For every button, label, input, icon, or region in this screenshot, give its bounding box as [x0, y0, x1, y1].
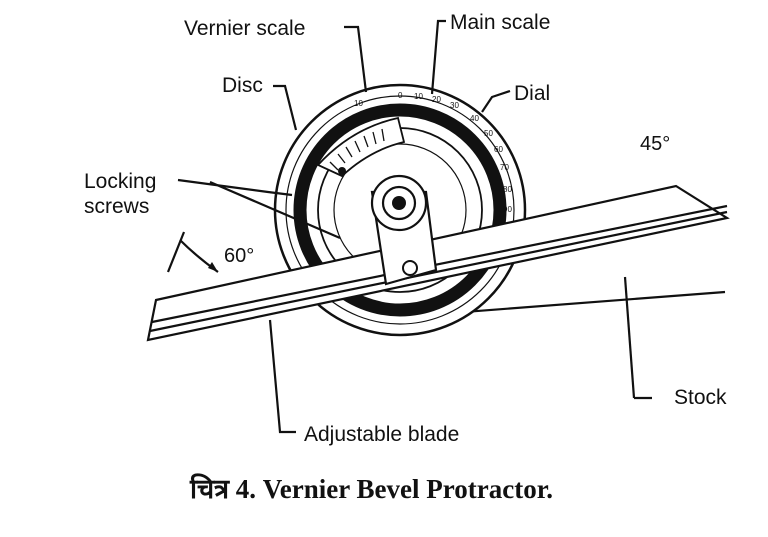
figure-caption: चित्र 4. Vernier Bevel Protractor.	[189, 473, 553, 504]
locking-screw-dot	[338, 167, 346, 175]
label-stock: Stock	[674, 386, 727, 409]
svg-text:50: 50	[484, 129, 493, 138]
svg-text:0: 0	[398, 91, 403, 100]
leader-lines	[177, 19, 652, 434]
svg-text:20: 20	[432, 95, 441, 104]
pivot-arm	[370, 174, 438, 286]
locking-screw-icon	[402, 260, 418, 276]
label-locking-screws-line2: screws	[84, 195, 149, 218]
angle-45-label: 45°	[640, 133, 670, 155]
svg-text:10: 10	[414, 92, 423, 101]
svg-text:10: 10	[354, 99, 363, 108]
diagram-labels: Vernier scale Main scale Disc Dial Locki…	[84, 11, 727, 446]
main-scale-band	[293, 103, 507, 317]
label-main-scale: Main scale	[450, 11, 550, 34]
label-disc: Disc	[222, 74, 263, 97]
svg-text:60: 60	[494, 145, 503, 154]
label-locking-screws-line1: Locking	[84, 170, 156, 193]
svg-text:40: 40	[470, 114, 479, 123]
label-vernier-scale: Vernier scale	[184, 17, 305, 40]
angle-60-indicator	[166, 231, 219, 273]
scale-tick-labels: 10 0 10 20 30 40 50 60 70 80 90	[354, 91, 512, 214]
svg-text:80: 80	[503, 185, 512, 194]
label-dial: Dial	[514, 82, 550, 105]
label-adjustable-blade: Adjustable blade	[304, 423, 459, 446]
svg-text:30: 30	[450, 101, 459, 110]
svg-text:90: 90	[503, 205, 512, 214]
adjustable-blade	[146, 184, 730, 342]
svg-text:70: 70	[500, 163, 509, 172]
angle-60-label: 60°	[224, 245, 254, 267]
